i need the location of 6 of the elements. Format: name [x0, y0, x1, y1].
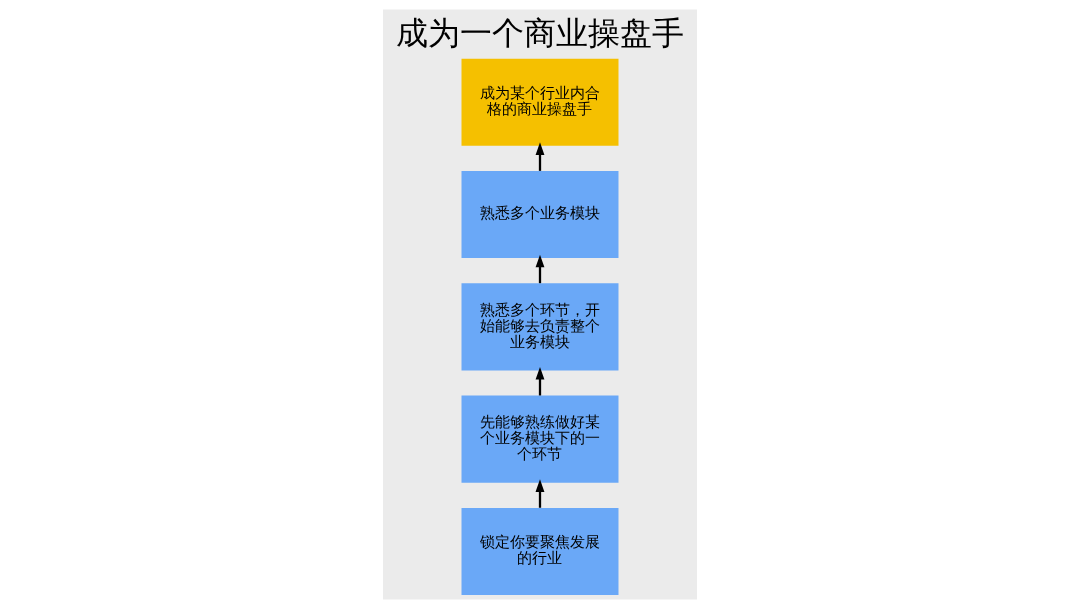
- node-box: 熟悉多个业务模块: [461, 170, 619, 258]
- diagram-title: 成为一个商业操盘手: [396, 13, 684, 52]
- node-box: 熟悉多个环节，开始能够去负责整个业务模块: [461, 282, 619, 370]
- node-box: 锁定你要聚焦发展的行业: [461, 507, 619, 595]
- node-box: 成为某个行业内合格的商业操盘手: [461, 58, 619, 146]
- node-box: 先能够熟练做好某个业务模块下的一个环节: [461, 395, 619, 483]
